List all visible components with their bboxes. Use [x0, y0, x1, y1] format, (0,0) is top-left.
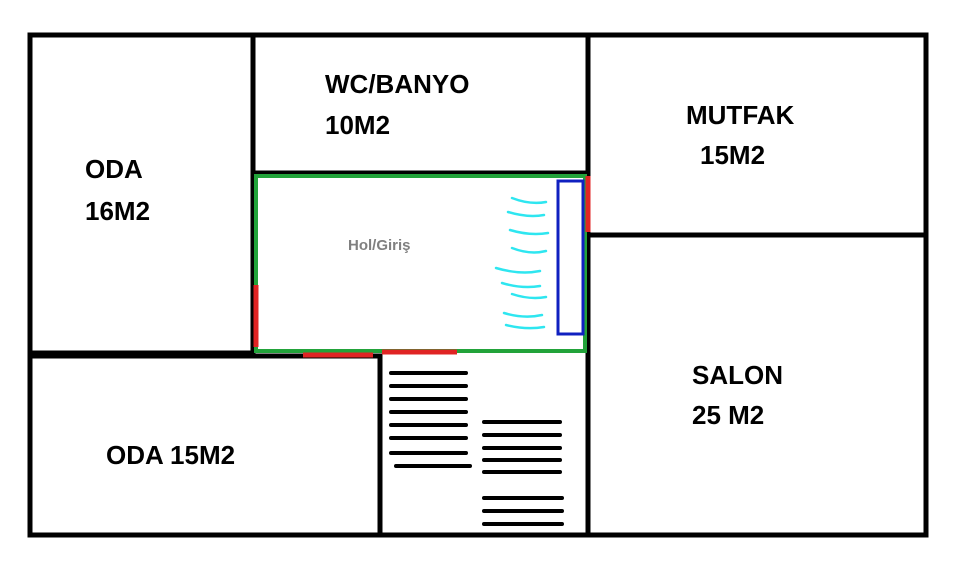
heat-waves-icon	[494, 196, 550, 330]
hol-name: Hol/Giriş	[348, 237, 411, 254]
oda-left-name: ODA	[85, 154, 143, 184]
wc-name: WC/BANYO	[325, 69, 469, 99]
outer-wall	[27, 32, 929, 538]
radiator	[556, 179, 585, 336]
oda-left-area: 16M2	[85, 196, 150, 226]
mutfak-area: 15M2	[700, 140, 765, 170]
wc-area: 10M2	[325, 110, 390, 140]
oda-bottom-label: ODA 15M2	[106, 440, 235, 470]
salon-name: SALON	[692, 360, 783, 390]
stairs-icon	[389, 371, 564, 526]
doors	[253, 176, 591, 358]
mutfak-name: MUTFAK	[686, 100, 795, 130]
walls	[27, 32, 929, 538]
salon-area: 25 M2	[692, 400, 764, 430]
